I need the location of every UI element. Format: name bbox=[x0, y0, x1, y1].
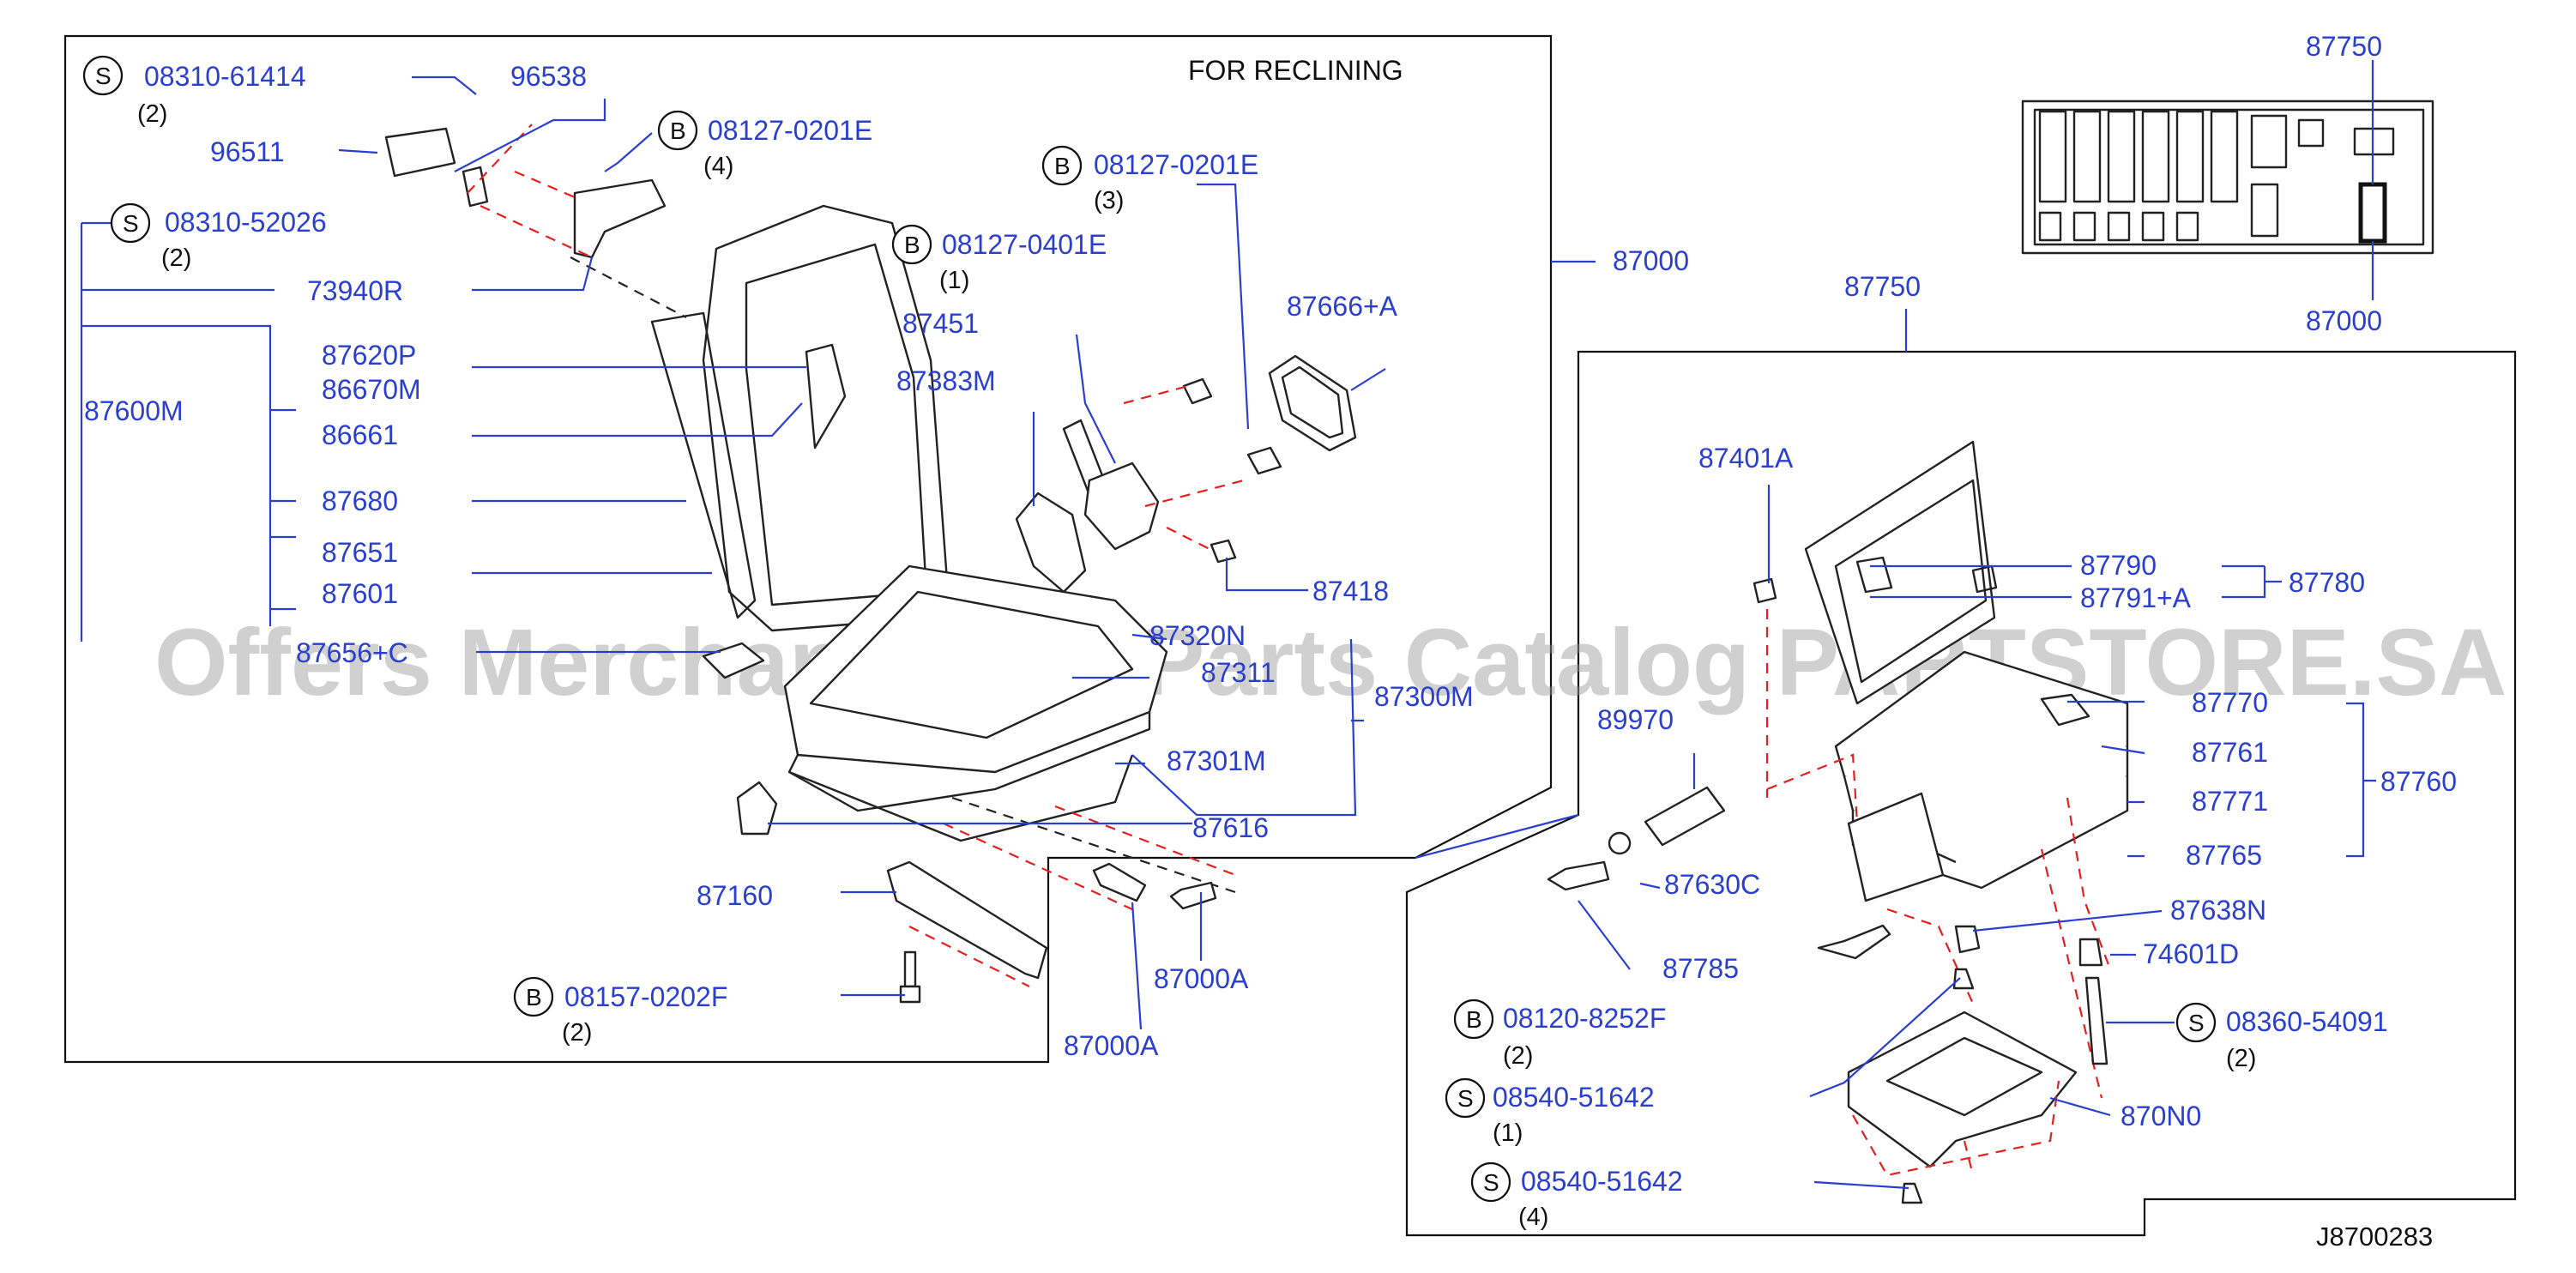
callout-part: 08540-51642 bbox=[1493, 1082, 1655, 1113]
part-label: 96538 bbox=[510, 61, 587, 92]
leader-frame-link bbox=[1415, 813, 1579, 860]
callout-part: 08540-51642 bbox=[1521, 1166, 1683, 1197]
rear-seat-frame bbox=[1405, 350, 2517, 1237]
part-label: 89970 bbox=[1597, 704, 1674, 735]
part-label: 74601D bbox=[2143, 938, 2239, 969]
callout-part: 08127-0201E bbox=[1094, 149, 1258, 180]
watermark: Offers Merchant Auto Parts Catalog PARTS… bbox=[154, 610, 2507, 715]
callout-part: 08310-52026 bbox=[165, 207, 327, 238]
part-label: 87760 bbox=[2380, 766, 2457, 797]
part-label: 87300M bbox=[1374, 681, 1474, 712]
leader-lines bbox=[80, 75, 2376, 1190]
part-label: 87000 bbox=[2306, 305, 2382, 336]
part-label: 87638N bbox=[2170, 895, 2266, 926]
callout-part: 08310-61414 bbox=[144, 61, 306, 92]
bracket-87160 bbox=[886, 860, 1048, 1004]
callout-qty: (2) bbox=[161, 244, 191, 272]
part-label: 87160 bbox=[697, 880, 773, 911]
diagram-code: J8700283 bbox=[2316, 1222, 2433, 1252]
symbol-b: B bbox=[526, 984, 542, 1011]
part-label: 87620P bbox=[322, 340, 416, 371]
symbol-s-circle bbox=[1470, 1161, 1511, 1203]
callout-qty: (3) bbox=[1094, 187, 1124, 214]
rear-seat bbox=[1547, 440, 2129, 1204]
part-label: 87750 bbox=[2306, 31, 2382, 62]
callout-qty: (2) bbox=[137, 100, 167, 128]
symbol-b-circle bbox=[513, 976, 554, 1017]
symbol-s-circle bbox=[2175, 1002, 2217, 1043]
symbol-s: S bbox=[95, 63, 112, 89]
labels: FOR RECLINING J8700283 08310-61414 (2) 0… bbox=[84, 31, 2457, 1252]
part-label: 87651 bbox=[322, 537, 398, 568]
reclining-frame bbox=[63, 34, 1553, 1064]
part-label: 87401A bbox=[1698, 443, 1794, 474]
part-label: 87785 bbox=[1662, 953, 1739, 984]
layout-inset bbox=[2021, 60, 2434, 300]
symbol-b: B bbox=[1054, 153, 1071, 179]
callout-part: 08360-54091 bbox=[2226, 1006, 2388, 1037]
callout-symbols: S S B B B B B S S S bbox=[82, 55, 2217, 1203]
part-label: 87761 bbox=[2192, 737, 2268, 768]
part-label: 87630C bbox=[1664, 869, 1760, 900]
symbol-s-circle bbox=[110, 202, 151, 244]
part-label: 73940R bbox=[307, 275, 403, 306]
part-label: 87765 bbox=[2186, 840, 2262, 871]
part-label: 870N0 bbox=[2121, 1101, 2201, 1131]
part-label: 87320N bbox=[1149, 620, 1246, 651]
symbol-b-circle bbox=[657, 110, 698, 151]
part-label: 87771 bbox=[2192, 786, 2268, 817]
symbol-b-circle bbox=[1453, 998, 1494, 1040]
part-label: 87750 bbox=[1844, 271, 1921, 302]
callout-part: 08120-8252F bbox=[1503, 1003, 1666, 1034]
part-label: 87418 bbox=[1312, 576, 1389, 606]
part-label: 87601 bbox=[322, 578, 398, 609]
symbol-s-circle bbox=[82, 55, 124, 96]
part-label: 87000 bbox=[1613, 245, 1689, 276]
symbol-b-circle bbox=[1041, 145, 1083, 186]
callout-qty: (2) bbox=[2226, 1045, 2256, 1072]
callout-qty: (2) bbox=[562, 1019, 592, 1047]
symbol-s: S bbox=[123, 210, 139, 237]
part-label: 87000A bbox=[1154, 963, 1249, 994]
part-label: 87451 bbox=[902, 308, 979, 339]
part-label: 87311 bbox=[1201, 657, 1276, 688]
callout-qty: (1) bbox=[939, 267, 969, 294]
callout-qty: (2) bbox=[1503, 1042, 1533, 1070]
part-label: 87301M bbox=[1167, 745, 1266, 776]
part-label: 87791+A bbox=[2080, 582, 2192, 613]
part-label: 87666+A bbox=[1287, 291, 1398, 322]
bolts-87000a bbox=[1092, 862, 1217, 910]
part-label: 87000A bbox=[1064, 1030, 1159, 1061]
part-label: 86670M bbox=[322, 374, 421, 405]
part-label: 87656+C bbox=[296, 637, 408, 668]
part-label: 87600M bbox=[84, 395, 184, 426]
part-label: 87780 bbox=[2289, 567, 2365, 598]
callout-part: 08127-0401E bbox=[942, 229, 1107, 260]
part-label: 96511 bbox=[210, 136, 285, 167]
recliner-mechanism bbox=[1015, 354, 1357, 594]
callout-part: 08157-0202F bbox=[564, 981, 727, 1012]
symbol-s: S bbox=[2188, 1010, 2205, 1036]
symbol-s: S bbox=[1457, 1085, 1474, 1112]
page-title: FOR RECLINING bbox=[1188, 55, 1403, 86]
symbol-b-circle bbox=[891, 224, 932, 265]
part-label: 87616 bbox=[1192, 812, 1269, 843]
reclining-seat bbox=[384, 124, 1236, 911]
symbol-s-circle bbox=[1445, 1077, 1486, 1119]
symbol-b: B bbox=[670, 118, 686, 144]
part-label: 87790 bbox=[2080, 550, 2157, 581]
callout-qty: (4) bbox=[1518, 1204, 1548, 1231]
part-label: 87383M bbox=[896, 365, 996, 396]
part-label: 87770 bbox=[2192, 687, 2268, 718]
symbol-s: S bbox=[1483, 1169, 1499, 1196]
symbol-b: B bbox=[1466, 1006, 1482, 1033]
callout-qty: (4) bbox=[703, 153, 733, 180]
part-label: 87680 bbox=[322, 486, 398, 516]
callout-part: 08127-0201E bbox=[708, 115, 872, 146]
part-label: 86661 bbox=[322, 419, 398, 450]
callout-qty: (1) bbox=[1493, 1119, 1523, 1147]
symbol-b: B bbox=[904, 232, 920, 258]
